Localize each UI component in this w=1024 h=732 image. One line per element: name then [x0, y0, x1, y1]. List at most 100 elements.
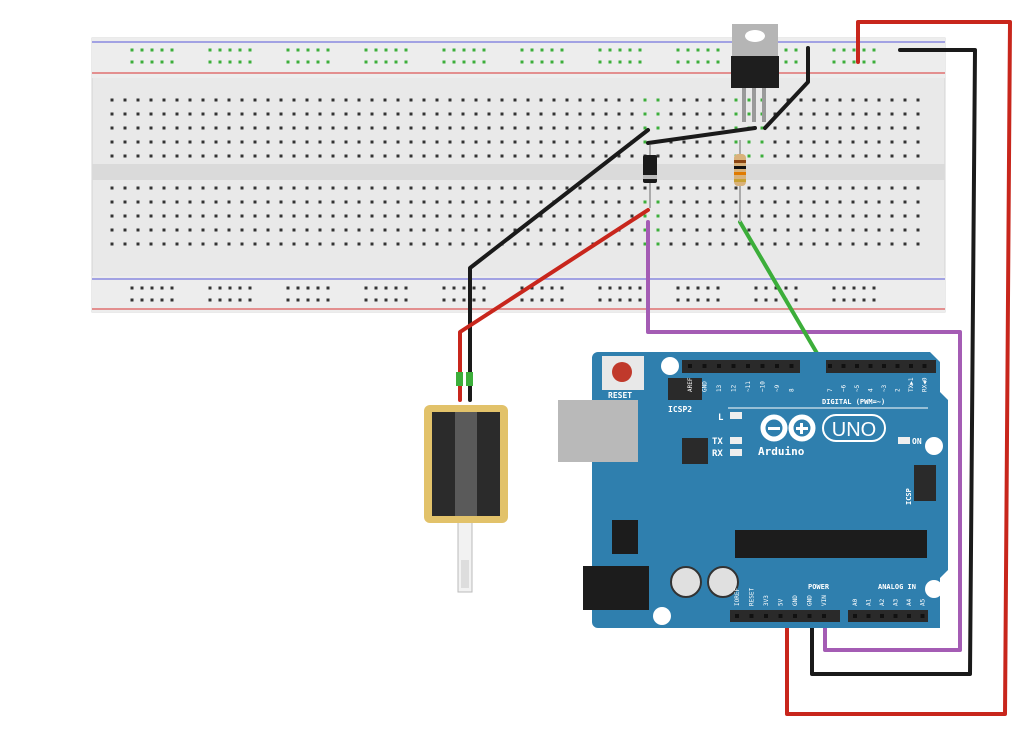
hole	[617, 98, 621, 102]
hole	[383, 154, 387, 158]
hole	[656, 154, 660, 158]
diode[interactable]	[643, 145, 657, 208]
rail-hole	[842, 298, 846, 302]
header-pin[interactable]	[717, 364, 721, 368]
rail-hole	[872, 48, 876, 52]
header-pin[interactable]	[746, 364, 750, 368]
header-pin[interactable]	[828, 364, 832, 368]
wire-black-transistor-gnd[interactable]	[763, 46, 810, 130]
hole	[422, 186, 426, 190]
rail-hole	[394, 60, 398, 64]
rx-label: RX	[712, 449, 723, 459]
rail-hole	[130, 298, 134, 302]
pin-label: 8	[789, 388, 796, 392]
pin-label: 5V	[778, 598, 785, 606]
hole	[825, 214, 829, 218]
hole	[227, 228, 231, 232]
rail-hole	[686, 48, 690, 52]
hole	[240, 126, 244, 130]
header-pin[interactable]	[922, 364, 927, 368]
rail-hole	[374, 60, 378, 64]
rail-hole	[140, 60, 144, 64]
hole	[877, 98, 881, 102]
hole	[253, 112, 257, 116]
hole	[734, 98, 738, 102]
header-pin[interactable]	[853, 614, 857, 618]
hole	[617, 186, 621, 190]
hole	[539, 154, 543, 158]
hole	[409, 154, 413, 158]
rail-hole	[530, 48, 534, 52]
hole	[448, 228, 452, 232]
header-pin[interactable]	[749, 614, 754, 618]
hole	[357, 112, 361, 116]
hole	[331, 140, 335, 144]
hole	[734, 242, 738, 246]
solenoid[interactable]	[424, 372, 508, 593]
rail-hole	[676, 298, 680, 302]
hole	[370, 186, 374, 190]
hole	[253, 200, 257, 204]
hole	[344, 140, 348, 144]
header-pin[interactable]	[893, 614, 898, 618]
hole	[903, 126, 907, 130]
header-pin[interactable]	[789, 364, 794, 368]
header-pin[interactable]	[688, 364, 692, 368]
header-pin[interactable]	[793, 614, 797, 618]
wire-black-solenoid[interactable]	[468, 128, 650, 402]
hole	[786, 126, 790, 130]
hole	[240, 214, 244, 218]
rail-hole	[442, 48, 446, 52]
hole	[383, 126, 387, 130]
wire-black-drain-diode[interactable]	[646, 126, 757, 145]
wire-purple-vin[interactable]	[646, 220, 962, 652]
hole	[747, 112, 751, 116]
header-pin[interactable]	[907, 614, 911, 618]
header-pin[interactable]	[822, 614, 826, 618]
header-pin[interactable]	[880, 614, 884, 618]
rail-hole	[248, 60, 252, 64]
pin-label: 2	[895, 388, 902, 392]
header-pin[interactable]	[909, 364, 913, 368]
header-pin[interactable]	[866, 614, 871, 618]
pin-label: GND	[702, 381, 709, 392]
transistor[interactable]	[731, 24, 779, 122]
header-pin[interactable]	[760, 364, 765, 368]
header-pin[interactable]	[841, 364, 846, 368]
hole	[591, 140, 595, 144]
wire-black-gnd[interactable]	[810, 48, 977, 676]
header-pin[interactable]	[895, 364, 900, 368]
hole	[396, 112, 400, 116]
header-pin[interactable]	[807, 614, 812, 618]
hole	[890, 242, 894, 246]
header-pin[interactable]	[764, 614, 768, 618]
hole	[604, 214, 608, 218]
header-pin[interactable]	[855, 364, 859, 368]
header-pin[interactable]	[920, 614, 925, 618]
header-pin[interactable]	[731, 364, 736, 368]
header-pin[interactable]	[735, 614, 739, 618]
wire-green-pin7[interactable]	[738, 220, 830, 374]
hole	[617, 112, 621, 116]
rail-hole	[862, 60, 866, 64]
analog-label: ANALOG IN	[878, 583, 916, 591]
header-pin[interactable]	[702, 364, 707, 368]
hole	[773, 228, 777, 232]
header-pin[interactable]	[775, 364, 779, 368]
wire-red-5v[interactable]	[785, 20, 1012, 716]
reset-button[interactable]	[602, 356, 644, 390]
hole	[396, 154, 400, 158]
header-pin[interactable]	[868, 364, 873, 368]
rail-hole	[462, 60, 466, 64]
hole	[240, 154, 244, 158]
hole	[877, 228, 881, 232]
hole	[383, 242, 387, 246]
resistor[interactable]	[734, 140, 746, 222]
hole	[864, 98, 868, 102]
header-pin[interactable]	[778, 614, 783, 618]
hole	[305, 228, 309, 232]
rail-hole	[686, 298, 690, 302]
rail-hole	[218, 48, 222, 52]
header-pin[interactable]	[882, 364, 886, 368]
